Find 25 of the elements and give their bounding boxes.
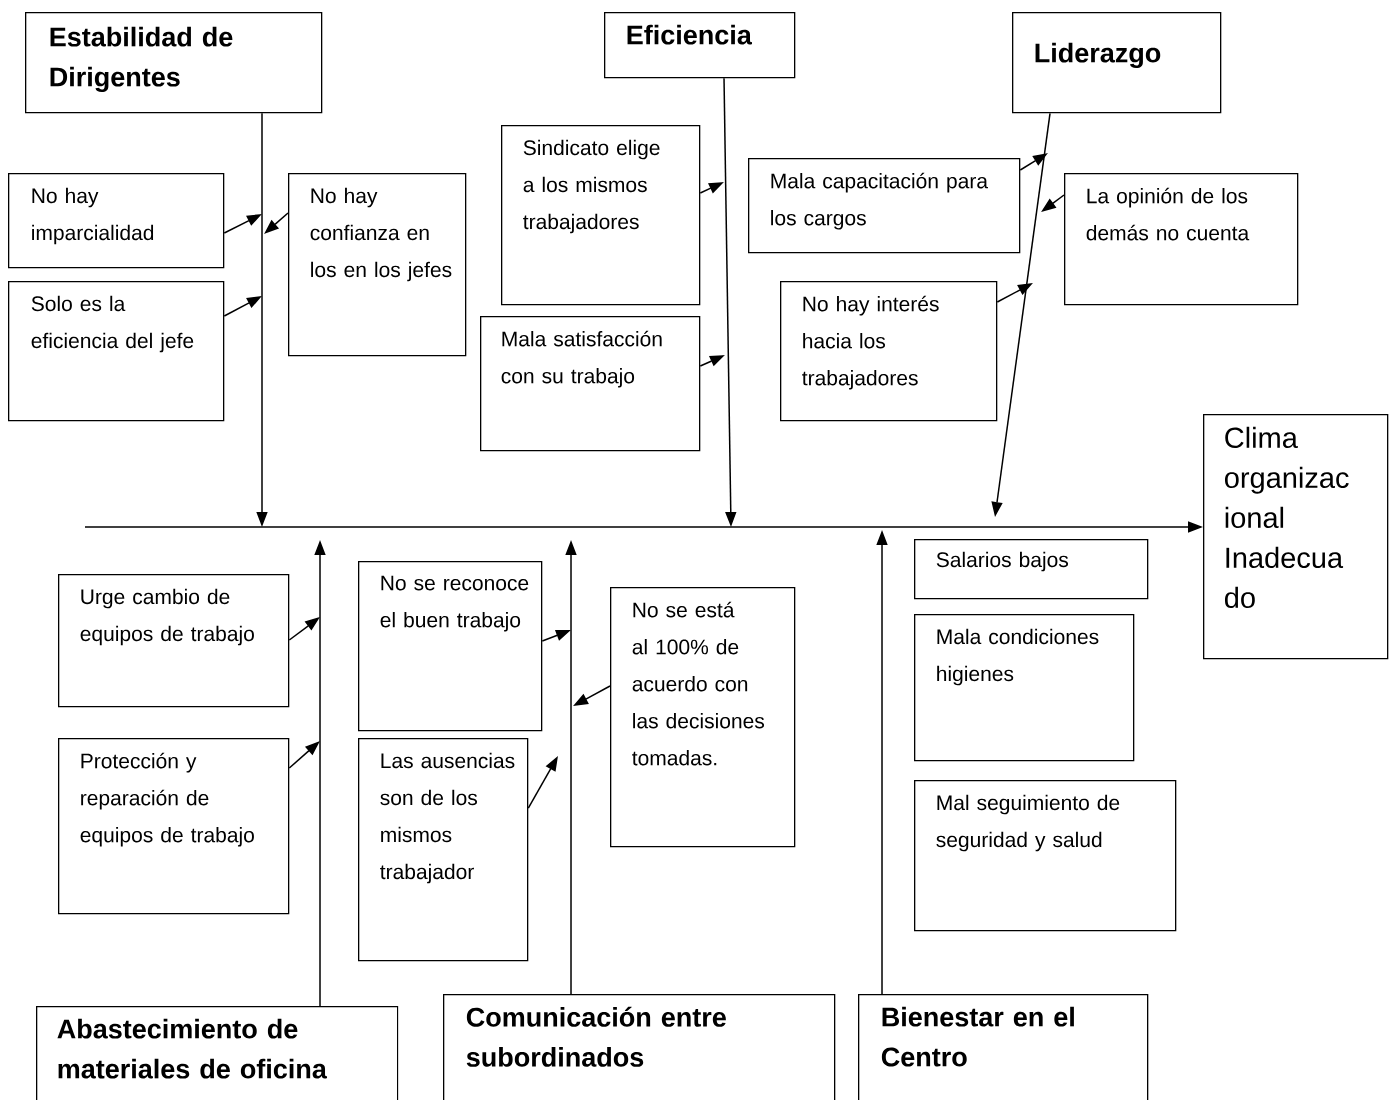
effect-box: Clima organizac ional Inadecua do: [1203, 414, 1389, 660]
category-box: Comunicación entre subordinados: [443, 994, 836, 1100]
category-box: Bienestar en el Centro: [858, 994, 1149, 1100]
cause-box: Mala capacitación para los cargos: [748, 158, 1021, 254]
cause-box: Salarios bajos: [914, 539, 1149, 600]
arrow: [288, 741, 320, 769]
cause-box: No se reconoce el buen trabajo: [358, 561, 543, 732]
category-box: Eficiencia: [604, 12, 796, 79]
cause-box: Las ausencias son de los mismos trabajador: [358, 738, 529, 962]
arrow: [264, 212, 289, 234]
cause-box: No hay confianza en los en los jefes: [288, 173, 467, 357]
cause-box: No se está al 100% de acuerdo con las decisiones tomadas.: [610, 587, 796, 848]
category-box: Estabilidad de Dirigentes: [25, 12, 323, 114]
cause-box: No hay imparcialidad: [8, 173, 225, 269]
cause-box: Mal seguimiento de seguridad y salud: [914, 780, 1177, 932]
cause-box: Urge cambio de equipos de trabajo: [58, 574, 290, 708]
cause-box: Sindicato elige a los mismos trabajadores: [501, 125, 701, 306]
cause-box: No hay interés hacia los trabajadores: [780, 281, 998, 422]
cause-box: Protección y reparación de equipos de trabajo: [58, 738, 290, 915]
cause-box: La opinión de los demás no cuenta: [1064, 173, 1299, 306]
category-box: Liderazgo: [1012, 12, 1222, 114]
cause-box: Mala condiciones higienes: [914, 614, 1135, 762]
cause-box: Solo es la eficiencia del jefe: [8, 281, 225, 422]
cause-box: Mala satisfacción con su trabajo: [480, 316, 701, 452]
category-box: Abastecimiento de materiales de oficina: [36, 1006, 399, 1100]
